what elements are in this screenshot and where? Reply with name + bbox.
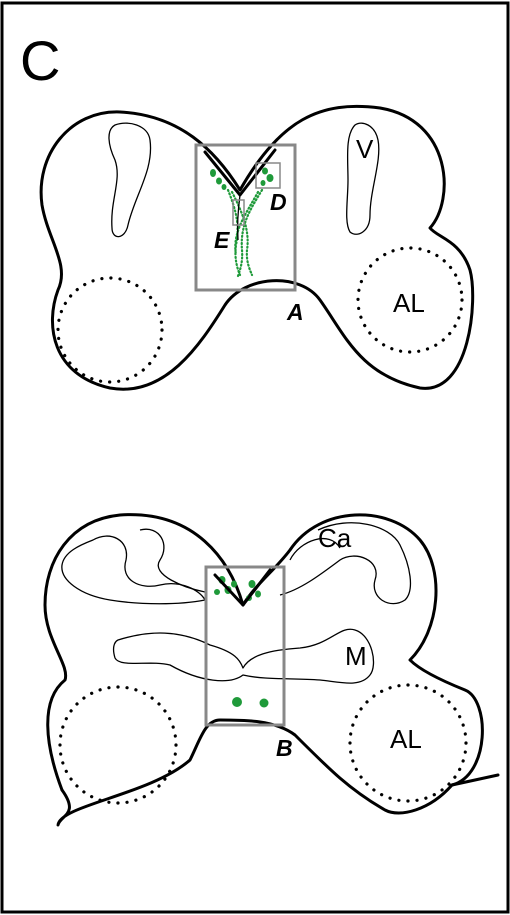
- top-brain-section: V AL D E A: [41, 106, 473, 389]
- top-neuron-labeling: [210, 168, 274, 277]
- label-antennal-lobe-bottom: AL: [390, 724, 422, 754]
- panel-letter: C: [20, 29, 60, 92]
- top-brain-outline: [41, 106, 473, 389]
- label-box-a: A: [286, 299, 304, 325]
- medial-lobe: [114, 629, 374, 683]
- left-antennal-lobe-top: [58, 278, 162, 382]
- bottom-brain-section: Ca M AL B: [45, 515, 498, 825]
- label-vertical-lobe: V: [356, 134, 374, 164]
- label-antennal-lobe-top: AL: [393, 288, 425, 318]
- label-calyx: Ca: [318, 523, 352, 553]
- left-vertical-lobe: [109, 123, 151, 237]
- left-calyx-outer: [62, 536, 205, 604]
- label-box-b: B: [276, 735, 293, 761]
- top-midline-line: [238, 195, 240, 240]
- left-calyx-inner: [140, 529, 205, 592]
- label-box-e: E: [214, 227, 230, 253]
- label-medial-lobe: M: [345, 641, 367, 671]
- left-antennal-lobe-bottom: [60, 687, 176, 803]
- label-box-d: D: [270, 189, 287, 215]
